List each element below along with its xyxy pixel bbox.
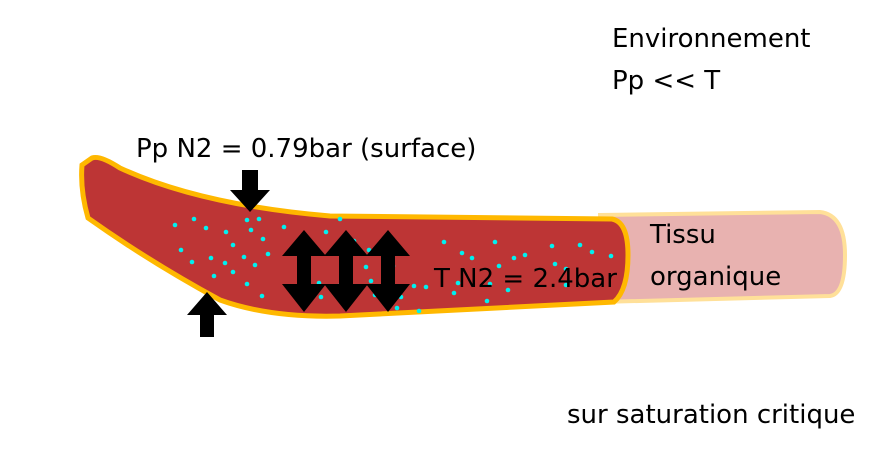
nitrogen-dot (505, 287, 511, 293)
double-arrow-icon (366, 230, 410, 312)
nitrogen-dot (577, 242, 583, 248)
nitrogen-dot (563, 282, 569, 288)
nitrogen-dot (281, 224, 287, 230)
blood-vessel (79, 155, 631, 319)
nitrogen-dot (394, 305, 400, 311)
arrow-down-icon (230, 170, 270, 212)
nitrogen-dot (469, 255, 475, 261)
double-arrow-icon (324, 230, 368, 312)
nitrogen-dot (511, 255, 517, 261)
nitrogen-dot (230, 242, 236, 248)
nitrogen-dot (241, 254, 247, 260)
nitrogen-dot (608, 253, 614, 259)
nitrogen-dot (230, 269, 236, 275)
nitrogen-dot (178, 247, 184, 253)
nitrogen-dot (260, 236, 266, 242)
nitrogen-dot (172, 222, 178, 228)
nitrogen-dot (189, 259, 195, 265)
nitrogen-dot (492, 239, 498, 245)
nitrogen-dot (549, 243, 555, 249)
tissue-label-line2: organique (650, 262, 782, 292)
nitrogen-dot (522, 252, 528, 258)
double-arrow-icon (282, 230, 326, 312)
nitrogen-dot (244, 217, 250, 223)
surface-pressure-label: Pp N2 = 0.79bar (surface) (136, 134, 477, 164)
environment-title: Environnement (612, 24, 811, 54)
nitrogen-dot (222, 260, 228, 266)
nitrogen-dot (223, 229, 229, 235)
nitrogen-dot (337, 216, 343, 222)
nitrogen-dot (484, 298, 490, 304)
environment-relation: Pp << T (612, 66, 721, 96)
nitrogen-dot (211, 273, 217, 279)
nitrogen-dot (323, 229, 329, 235)
nitrogen-dot (496, 263, 502, 269)
nitrogen-dot (363, 264, 369, 270)
nitrogen-dot (265, 251, 271, 257)
nitrogen-dot (416, 308, 422, 314)
nitrogen-dot (441, 239, 447, 245)
tissue-pressure-label: T N2 = 2.4bar (434, 264, 617, 294)
nitrogen-dot (259, 293, 265, 299)
tissue-label-line1: Tissu (650, 220, 716, 250)
nitrogen-dot (256, 216, 262, 222)
footer-label: sur saturation critique (567, 400, 856, 430)
nitrogen-dot (487, 281, 493, 287)
tissue (598, 209, 848, 305)
nitrogen-dot (451, 290, 457, 296)
nitrogen-dot (318, 294, 324, 300)
nitrogen-dot (244, 281, 250, 287)
nitrogen-dot (248, 227, 254, 233)
nitrogen-dot (252, 262, 258, 268)
nitrogen-dot (191, 216, 197, 222)
nitrogen-dot (423, 284, 429, 290)
nitrogen-dot (552, 261, 558, 267)
nitrogen-dot (455, 280, 461, 286)
nitrogen-dot (459, 250, 465, 256)
nitrogen-dot (203, 225, 209, 231)
nitrogen-dot (208, 255, 214, 261)
arrow-up-icon (187, 292, 227, 337)
nitrogen-dot (411, 283, 417, 289)
nitrogen-dot (368, 278, 374, 284)
nitrogen-dot (589, 249, 595, 255)
nitrogen-dot (563, 266, 569, 272)
